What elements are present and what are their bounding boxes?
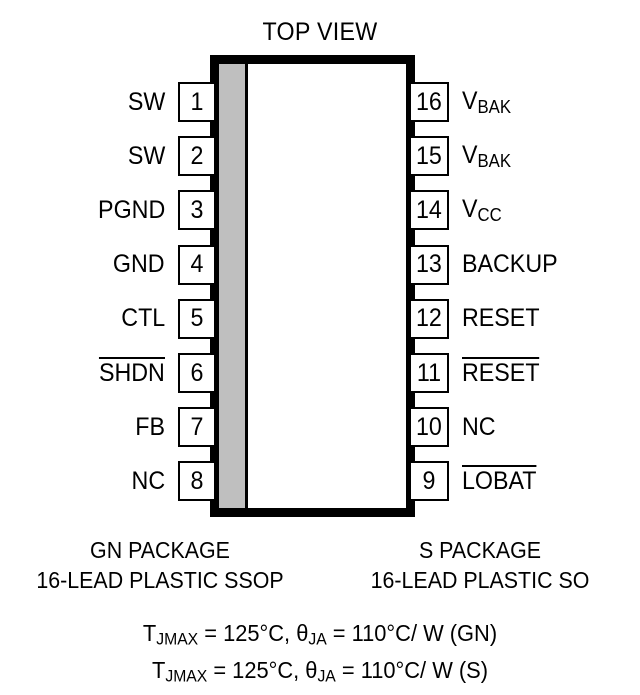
thermal-note-s: TJMAX = 125°C, θJA = 110°C/ W (S) bbox=[151, 656, 489, 686]
caption-gn-line2: 16-LEAD PLASTIC SSOP bbox=[36, 567, 284, 593]
package-orientation-stripe bbox=[219, 64, 248, 508]
pin-row: 11 RESET bbox=[409, 353, 640, 393]
pin-number-box: 10 bbox=[409, 407, 449, 448]
pin-label: SW bbox=[127, 87, 165, 116]
pin-label: GND bbox=[113, 250, 165, 279]
pin-row: PGND 3 bbox=[0, 190, 216, 231]
pin-number-box: 5 bbox=[178, 298, 216, 339]
pin-label: FB bbox=[135, 412, 165, 441]
pin-row: SHDN 6 bbox=[0, 353, 216, 393]
pin-number-box: 11 bbox=[409, 353, 449, 393]
pin-number: 10 bbox=[416, 412, 442, 441]
pin-number: 9 bbox=[422, 466, 436, 495]
caption-s-line1: S PACKAGE bbox=[418, 537, 542, 563]
pin-number-box: 1 bbox=[178, 82, 216, 122]
pin-number: 2 bbox=[190, 141, 204, 170]
pin-number-box: 9 bbox=[409, 461, 449, 502]
pin-label: CTL bbox=[121, 304, 165, 333]
pin-label: SHDN bbox=[99, 356, 165, 387]
pin-number-box: 8 bbox=[178, 461, 216, 502]
pin-row: 12 RESET bbox=[409, 298, 640, 339]
pin-row: NC 8 bbox=[0, 461, 216, 502]
pin-label: VCC bbox=[462, 194, 502, 225]
pin-number: 4 bbox=[190, 250, 204, 279]
pin-row: 15 VBAK bbox=[409, 136, 640, 177]
pin-label: LOBAT bbox=[462, 464, 537, 495]
pin-label: NC bbox=[131, 466, 165, 495]
pin-number: 3 bbox=[190, 195, 204, 224]
pin-label: NC bbox=[462, 412, 496, 441]
pin-label: RESET bbox=[462, 356, 540, 387]
pin-number: 14 bbox=[416, 195, 442, 224]
pin-row: FB 7 bbox=[0, 407, 216, 448]
pin-number-box: 3 bbox=[178, 190, 216, 231]
package-caption-s: S PACKAGE 16-LEAD PLASTIC SO bbox=[330, 535, 630, 595]
pin-label: SW bbox=[127, 141, 165, 170]
pin-number: 16 bbox=[416, 87, 442, 116]
pin-number: 8 bbox=[190, 466, 204, 495]
pin-label: PGND bbox=[97, 195, 165, 224]
pin-number-box: 7 bbox=[178, 407, 216, 448]
pin-row: 10 NC bbox=[409, 407, 640, 448]
pin-number: 13 bbox=[416, 250, 442, 279]
pin-row: 13 BACKUP bbox=[409, 244, 640, 285]
pin-row: 14 VCC bbox=[409, 190, 640, 231]
pin-label: VBAK bbox=[462, 86, 512, 117]
pin-row: CTL 5 bbox=[0, 298, 216, 339]
pin-number-box: 13 bbox=[409, 244, 449, 285]
pin-row: 9 LOBAT bbox=[409, 461, 640, 502]
pin-label: RESET bbox=[462, 304, 540, 333]
pin-number-box: 4 bbox=[178, 244, 216, 285]
thermal-specifications: TJMAX = 125°C, θJA = 110°C/ W (GN) TJMAX… bbox=[0, 618, 640, 691]
caption-s-line2: 16-LEAD PLASTIC SO bbox=[370, 567, 590, 593]
pin-row: 16 VBAK bbox=[409, 82, 640, 122]
pin-number: 11 bbox=[416, 358, 442, 387]
caption-gn-line1: GN PACKAGE bbox=[90, 537, 230, 563]
pin-row: SW 2 bbox=[0, 136, 216, 177]
pin-number-box: 2 bbox=[178, 136, 216, 177]
pin-number-box: 15 bbox=[409, 136, 449, 177]
pin-number: 5 bbox=[190, 304, 204, 333]
pin-number: 15 bbox=[416, 141, 442, 170]
pin-number-box: 16 bbox=[409, 82, 449, 122]
thermal-note-gn: TJMAX = 125°C, θJA = 110°C/ W (GN) bbox=[142, 620, 498, 649]
pin-row: GND 4 bbox=[0, 244, 216, 285]
pin-number: 1 bbox=[190, 87, 204, 116]
pin-number-box: 12 bbox=[409, 298, 449, 339]
pin-label: VBAK bbox=[462, 140, 512, 171]
pin-number: 6 bbox=[190, 358, 204, 387]
pin-label: BACKUP bbox=[462, 250, 558, 279]
pin-number: 7 bbox=[190, 412, 204, 441]
pin-number: 12 bbox=[416, 304, 442, 333]
page-title: TOP VIEW bbox=[262, 18, 378, 46]
pin-number-box: 14 bbox=[409, 190, 449, 231]
pin-number-box: 6 bbox=[178, 353, 216, 393]
pin-row: SW 1 bbox=[0, 82, 216, 122]
package-body bbox=[210, 55, 415, 517]
package-caption-gn: GN PACKAGE 16-LEAD PLASTIC SSOP bbox=[10, 535, 310, 595]
